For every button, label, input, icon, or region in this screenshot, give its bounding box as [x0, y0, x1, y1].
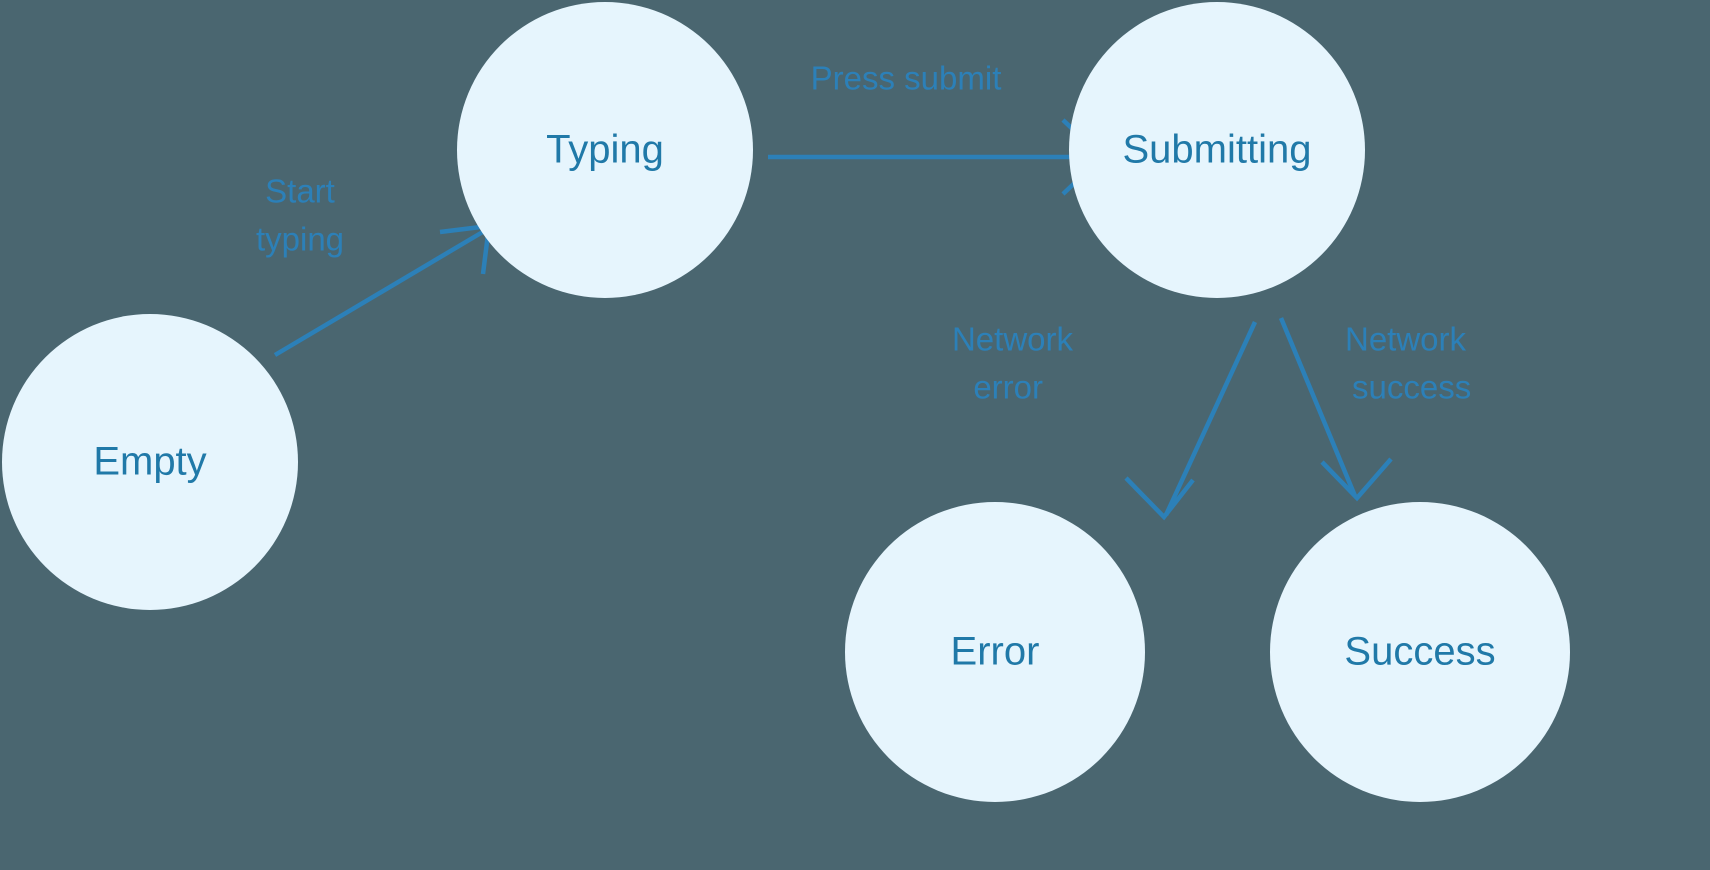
edge-empty-to-typing: Start typing	[256, 173, 492, 357]
edge-typing-to-submitting: Press submit	[768, 60, 1106, 196]
arrowhead-submitting-to-error	[1124, 476, 1195, 521]
state-node-typing-circle[interactable]	[457, 2, 753, 298]
edge-label-submitting-to-success-line1: Network	[1345, 321, 1467, 358]
state-node-success-label: Success	[1344, 630, 1495, 674]
state-node-submitting-label: Submitting	[1123, 128, 1312, 172]
state-node-empty-circle[interactable]	[2, 314, 298, 610]
edge-line-submitting-to-success	[1278, 317, 1358, 497]
state-node-error-label: Error	[951, 630, 1040, 674]
state-node-submitting[interactable]: Submitting	[1069, 2, 1365, 298]
state-node-empty[interactable]: Empty	[2, 314, 298, 610]
state-node-empty-label: Empty	[93, 440, 206, 484]
state-node-typing-label: Typing	[546, 128, 664, 172]
edge-label-typing-to-submitting-line1: Press submit	[811, 60, 1002, 97]
edge-label-empty-to-typing-line2: typing	[256, 221, 344, 258]
edge-submitting-to-success: Network success	[1278, 317, 1471, 502]
edge-submitting-to-error: Network error	[952, 321, 1258, 521]
edge-line-submitting-to-error	[1163, 321, 1258, 516]
edge-label-empty-to-typing-line1: Start	[265, 173, 335, 210]
state-node-success[interactable]: Success	[1270, 502, 1570, 802]
edge-label-submitting-to-error-line2: error	[973, 369, 1043, 406]
edge-label-submitting-to-success-line2: success	[1352, 369, 1471, 406]
arrowhead-submitting-to-success	[1320, 457, 1393, 502]
state-node-error-circle[interactable]	[845, 502, 1145, 802]
state-node-success-circle[interactable]	[1270, 502, 1570, 802]
state-node-submitting-circle[interactable]	[1069, 2, 1365, 298]
state-node-error[interactable]: Error	[845, 502, 1145, 802]
state-node-typing[interactable]: Typing	[457, 2, 753, 298]
edge-label-submitting-to-error-line1: Network	[952, 321, 1074, 358]
edge-line-empty-to-typing	[273, 228, 488, 357]
